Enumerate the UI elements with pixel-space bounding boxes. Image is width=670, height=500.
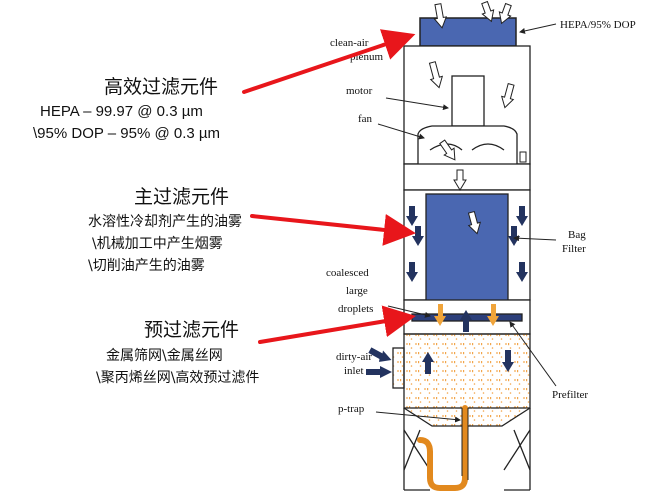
pre-callout-arrow (258, 305, 416, 344)
hepa-filter-box (419, 17, 517, 47)
label-clean-air: clean-air (330, 37, 369, 49)
main-callout-line-2: \机械加工中产生烟雾 (92, 236, 223, 252)
label-large: large (346, 285, 368, 297)
bag-filter (425, 193, 509, 303)
airflow-arrow-icon (428, 0, 515, 235)
label-bag: Bag (568, 229, 586, 241)
hepa-callout-line-2: \95% DOP – 95% @ 0.3 µm (33, 125, 220, 142)
label-droplets: droplets (338, 303, 373, 315)
hepa-callout-arrow (242, 29, 416, 94)
pre-callout-title: 预过滤元件 (144, 319, 239, 341)
label-p-trap: p-trap (338, 403, 365, 415)
label-inlet: inlet (344, 365, 364, 377)
main-callout-line-3: \切削油产生的油雾 (88, 258, 205, 274)
main-callout: 主过滤元件 水溶性冷却剂产生的油雾 \机械加工中产生烟雾 \切削油产生的油雾 (88, 186, 242, 274)
label-filter: Filter (562, 243, 586, 255)
red-callout-arrows (242, 29, 416, 344)
pre-callout-line-1: 金属筛网\金属丝网 (106, 348, 223, 364)
p-trap-pipe (417, 405, 468, 491)
pre-callout-line-2: \聚丙烯丝网\高效预过滤件 (96, 369, 259, 386)
hepa-callout: 高效过滤元件 HEPA – 99.97 @ 0.3 µm \95% DOP – … (33, 76, 220, 142)
label-dirty-air: dirty-air (336, 351, 372, 363)
main-callout-arrow (250, 213, 416, 246)
label-fan: fan (358, 113, 373, 125)
hepa-callout-line-1: HEPA – 99.97 @ 0.3 µm (40, 103, 203, 120)
pre-callout: 预过滤元件 金属筛网\金属丝网 \聚丙烯丝网\高效预过滤件 (96, 319, 259, 386)
airflow-arrow-dark-icon (366, 206, 528, 378)
main-callout-title: 主过滤元件 (134, 186, 229, 208)
hepa-callout-title: 高效过滤元件 (104, 76, 218, 98)
collector-housing (392, 17, 531, 491)
motor (451, 75, 485, 127)
label-prefilter: Prefilter (552, 389, 588, 401)
label-coalesced: coalesced (326, 267, 369, 279)
main-callout-line-1: 水溶性冷却剂产生的油雾 (88, 214, 242, 230)
droplet-arrows (434, 304, 499, 326)
label-hepa-dop: HEPA/95% DOP (560, 19, 636, 31)
fan-housing (417, 125, 518, 164)
gauge-icon (519, 151, 527, 163)
label-motor: motor (346, 85, 373, 97)
